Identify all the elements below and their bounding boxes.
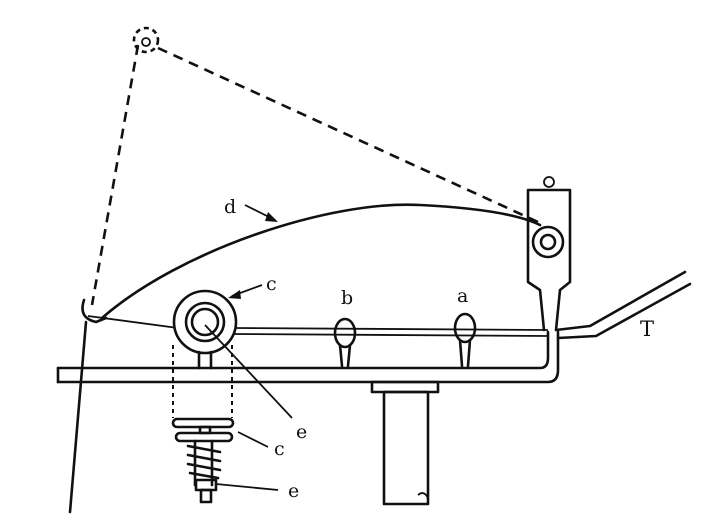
base-rod	[56, 330, 560, 384]
label-a: a	[457, 285, 468, 307]
label-c-top: c	[266, 273, 277, 295]
label-c-bottom: c	[274, 438, 285, 460]
dashed-pulley-path	[90, 26, 539, 306]
thread	[68, 270, 692, 514]
tension-disk	[172, 289, 238, 370]
label-T: T	[640, 317, 654, 341]
leader-lines	[204, 204, 293, 491]
exploded-tension-assembly	[171, 345, 235, 504]
guide-a	[453, 312, 477, 368]
label-e-top: e	[296, 421, 307, 443]
take-up-arm	[526, 176, 572, 332]
label-b: b	[341, 287, 353, 309]
guide-b	[333, 317, 357, 368]
thread-arc-d	[100, 203, 542, 320]
label-e-bottom: e	[288, 480, 299, 502]
support-post	[370, 380, 440, 506]
label-d: d	[224, 196, 236, 218]
